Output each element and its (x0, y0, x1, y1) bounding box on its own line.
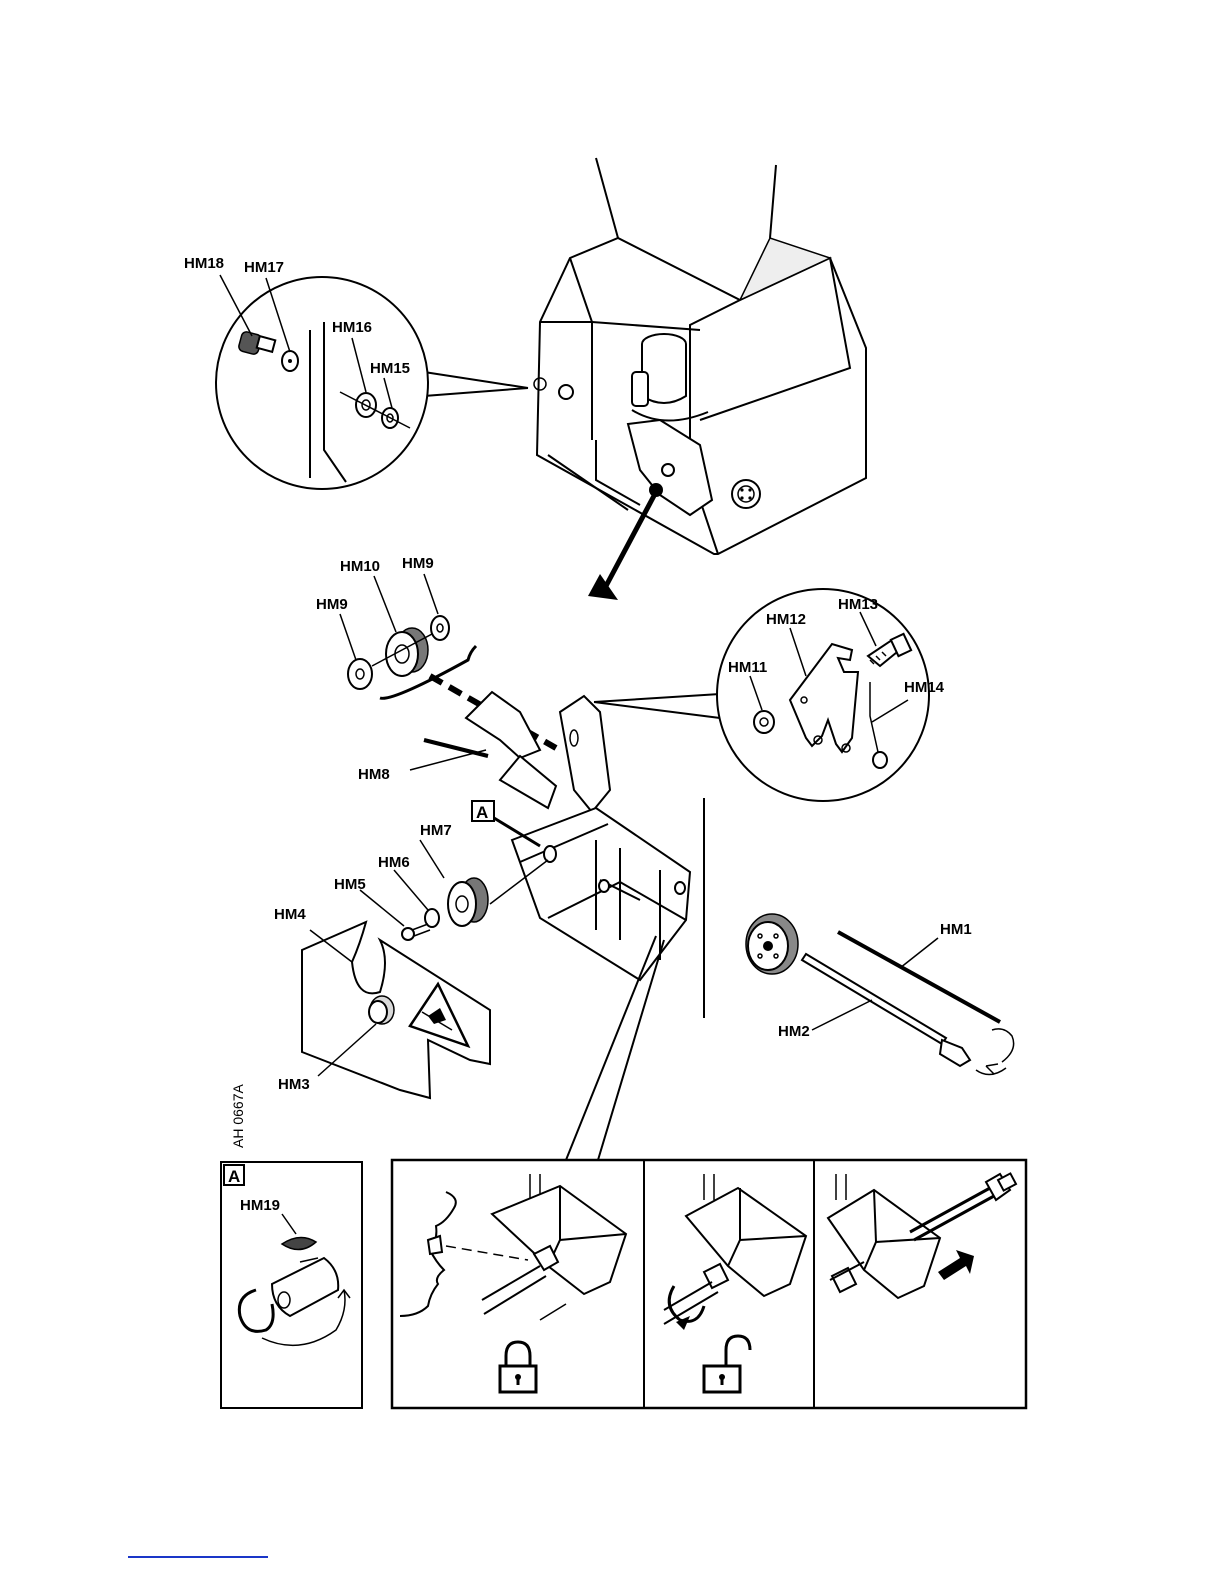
hm10-roller (386, 628, 428, 676)
hm19-key (282, 1237, 316, 1249)
step-remove-panel (828, 1173, 1016, 1298)
hm7-roller (448, 878, 488, 926)
svg-text:A: A (476, 803, 488, 822)
label-hm10: HM10 (340, 558, 380, 575)
label-hm19: HM19 (240, 1197, 280, 1214)
hm2-conduit (802, 954, 946, 1044)
label-hm5: HM5 (334, 876, 366, 893)
step-unlock-panel (664, 1174, 806, 1392)
hm3-knob (369, 996, 394, 1024)
label-hm17: HM17 (244, 259, 284, 276)
label-hm12: HM12 (766, 611, 806, 628)
figure-code: AH 0667A (230, 1084, 246, 1148)
euro-connector (746, 914, 798, 974)
label-hm9-left: HM9 (316, 596, 348, 613)
feed-frame: A (410, 692, 704, 1018)
step-check-panel (400, 1174, 626, 1392)
footer-link-underline[interactable] (128, 1556, 268, 1558)
machine-housing (534, 158, 866, 600)
circlip (239, 1290, 273, 1331)
label-hm14: HM14 (904, 679, 945, 696)
hm9-washer-right (431, 616, 449, 640)
label-hm6: HM6 (378, 854, 410, 871)
hm11-nut (754, 711, 774, 733)
label-hm11: HM11 (728, 659, 767, 676)
label-hm9-right: HM9 (402, 555, 434, 572)
liner-and-conduit (746, 914, 1014, 1075)
face-profile (400, 1192, 456, 1316)
label-hm15: HM15 (370, 360, 410, 377)
direction-arrow (588, 574, 618, 600)
label-hm8: HM8 (358, 766, 390, 783)
label-hm7: HM7 (420, 822, 452, 839)
push-arrow-icon (938, 1250, 974, 1280)
hm14-spring (873, 752, 887, 768)
hm8-pin (424, 740, 488, 756)
inset-a-panel: A HM19 (221, 1162, 362, 1408)
hm4-cover (302, 922, 490, 1098)
label-hm3: HM3 (278, 1076, 310, 1093)
svg-text:A: A (228, 1167, 240, 1186)
hm9-washer-left (348, 659, 372, 689)
label-hm1: HM1 (940, 921, 972, 938)
hm5-screw (402, 924, 430, 940)
label-hm16: HM16 (332, 319, 372, 336)
inset-side-panel (216, 275, 528, 489)
label-hm18: HM18 (184, 255, 224, 272)
lock-open-icon (704, 1336, 750, 1392)
label-hm13: HM13 (838, 596, 878, 613)
inset-tension-arm (594, 589, 929, 801)
lock-closed-icon (500, 1342, 536, 1392)
label-hm4: HM4 (274, 906, 306, 923)
hm1-liner (838, 932, 1000, 1022)
label-hm2: HM2 (778, 1023, 810, 1040)
